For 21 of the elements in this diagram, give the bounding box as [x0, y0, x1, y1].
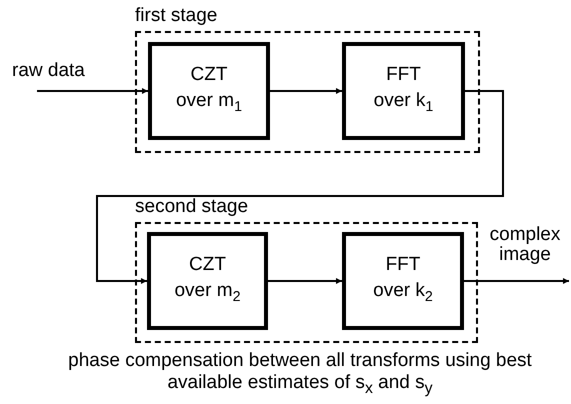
process-box: [342, 232, 464, 330]
caption: phase compensation between all transforms using best available estimates of s$_{x}$ and s$_{y}$: [67, 350, 533, 399]
box-text: CZT: [190, 65, 228, 86]
arrow: [270, 88, 342, 94]
box-text: over m$_{2}$: [174, 281, 240, 307]
box-text: FFT: [386, 65, 421, 86]
box-text: over m$_{1}$: [176, 91, 242, 117]
group-heading: second stage: [135, 196, 248, 218]
box-text: CZT: [189, 255, 226, 276]
arrow: [268, 278, 342, 284]
arrow: [96, 90, 504, 284]
box-text: FFT: [386, 255, 420, 276]
box-text: over k$_{2}$: [373, 281, 433, 307]
box-text: over k$_{1}$: [374, 91, 434, 117]
input-label: raw data: [12, 60, 85, 82]
group-heading: first stage: [135, 5, 218, 27]
arrow: [37, 88, 148, 94]
process-box: [342, 42, 465, 140]
arrow: [464, 278, 569, 284]
process-box: [148, 42, 270, 140]
process-box: [147, 232, 268, 330]
